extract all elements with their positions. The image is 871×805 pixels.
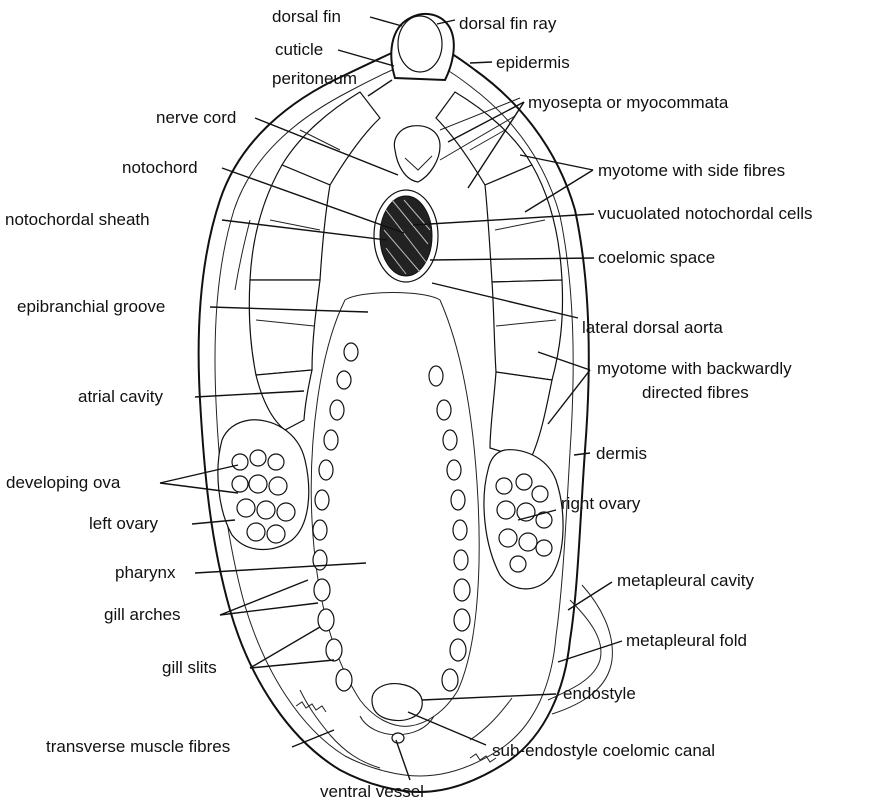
label-ventral-vessel: ventral vessel bbox=[320, 782, 424, 801]
label-coelomic-space: coelomic space bbox=[598, 248, 715, 267]
label-left-ovary: left ovary bbox=[89, 514, 158, 533]
label-transverse-muscle-fibres: transverse muscle fibres bbox=[46, 737, 230, 756]
label-right-ovary: right ovary bbox=[561, 494, 641, 513]
label-nerve-cord: nerve cord bbox=[156, 108, 236, 127]
ventral-vessel bbox=[392, 733, 404, 743]
label-gill-arches: gill arches bbox=[104, 605, 181, 624]
label-gill-slits: gill slits bbox=[162, 658, 217, 677]
label-sub-endostyle-coelomic-canal: sub-endostyle coelomic canal bbox=[492, 741, 715, 760]
body-section bbox=[199, 14, 613, 792]
label-vacuolated-notochordal-cells: vucuolated notochordal cells bbox=[598, 204, 813, 223]
label-atrial-cavity: atrial cavity bbox=[78, 387, 164, 406]
label-metapleural-cavity: metapleural cavity bbox=[617, 571, 755, 590]
label-dorsal-fin: dorsal fin bbox=[272, 7, 341, 26]
label-dermis: dermis bbox=[596, 444, 647, 463]
label-myosepta: myosepta or myocommata bbox=[528, 93, 729, 112]
label-peritoneum: peritoneum bbox=[272, 69, 357, 88]
label-dorsal-fin-ray: dorsal fin ray bbox=[459, 14, 557, 33]
label-cuticle: cuticle bbox=[275, 40, 323, 59]
label-epidermis: epidermis bbox=[496, 53, 570, 72]
label-myotome-backward-1: myotome with backwardly bbox=[597, 359, 792, 378]
label-myotome-backward-2: directed fibres bbox=[642, 383, 749, 402]
dorsal-fin-ray bbox=[398, 16, 442, 72]
left-ovary bbox=[218, 420, 309, 550]
label-myotome-side-fibres: myotome with side fibres bbox=[598, 161, 785, 180]
label-notochordal-sheath: notochordal sheath bbox=[5, 210, 150, 229]
label-notochord: notochord bbox=[122, 158, 198, 177]
label-lateral-dorsal-aorta: lateral dorsal aorta bbox=[582, 318, 723, 337]
label-metapleural-fold: metapleural fold bbox=[626, 631, 747, 650]
label-developing-ova: developing ova bbox=[6, 473, 121, 492]
label-epibranchial-groove: epibranchial groove bbox=[17, 297, 165, 316]
label-pharynx: pharynx bbox=[115, 563, 176, 582]
label-endostyle: endostyle bbox=[563, 684, 636, 703]
